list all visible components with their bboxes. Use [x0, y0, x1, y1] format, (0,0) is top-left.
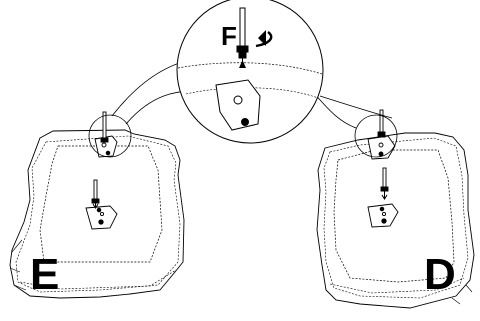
rotate-arrow-head — [258, 30, 266, 46]
rotate-arrow-icon — [255, 31, 273, 48]
detail-circle-left — [88, 114, 132, 158]
cushion-e — [9, 129, 185, 299]
bracket-lower-left — [85, 205, 118, 230]
bracket-top-left — [94, 135, 118, 158]
part-label-f: F — [221, 21, 237, 51]
pin-lower-left — [91, 179, 100, 204]
pin-top-left — [100, 111, 109, 143]
bracket-top-right — [367, 135, 396, 160]
cushion-label-e: E — [30, 250, 59, 299]
detail-circle-right — [354, 114, 398, 158]
pin-lower-right — [380, 167, 389, 192]
zoom-pin — [236, 7, 249, 64]
zoom-bracket — [215, 79, 261, 131]
cushion-d — [316, 132, 475, 309]
cushion-label-d: D — [424, 250, 456, 299]
down-arrow-icon — [239, 60, 246, 68]
pin-top-right — [377, 109, 386, 138]
down-arrow-icon — [92, 200, 99, 209]
down-arrow-icon — [381, 190, 388, 200]
bracket-lower-right — [367, 203, 399, 228]
